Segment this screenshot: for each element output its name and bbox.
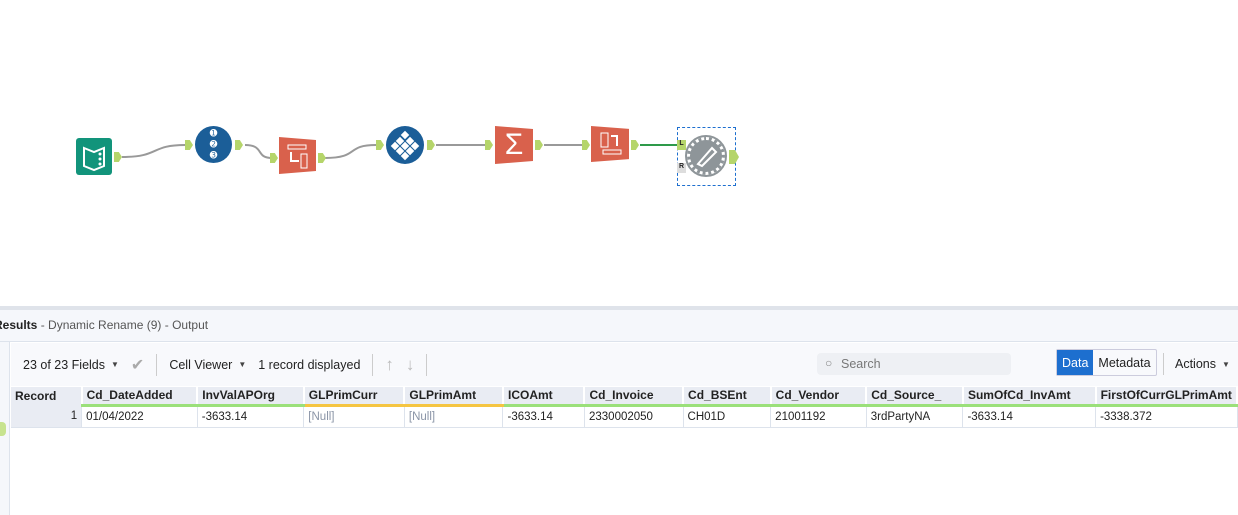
column-header[interactable]: GLPrimCurr [303, 387, 406, 407]
cross-tab-tool[interactable] [591, 126, 629, 162]
anchor-selector-icon[interactable] [0, 422, 6, 436]
search-placeholder: Search [841, 357, 881, 371]
output-anchor[interactable] [318, 153, 326, 163]
fields-dropdown[interactable]: 23 of 23 Fields ▼ [23, 358, 119, 372]
output-anchor[interactable] [535, 140, 543, 150]
fields-label: 23 of 23 Fields [23, 357, 105, 372]
divider [156, 353, 158, 376]
column-header[interactable]: Cd_BSEnt [683, 387, 772, 407]
column-header[interactable]: FirstOfCurrGLPrimAmt [1095, 387, 1238, 407]
tab-metadata[interactable]: Metadata [1098, 356, 1151, 370]
column-header[interactable]: Record [11, 387, 83, 405]
panel-divider[interactable] [0, 306, 1238, 310]
column-header[interactable]: GLPrimAmt [404, 387, 504, 407]
check-icon[interactable]: ✔ [130, 356, 145, 374]
transpose-tool[interactable] [386, 126, 424, 164]
actions-label: Actions [1175, 357, 1216, 371]
left-input-anchor[interactable]: L [677, 140, 686, 150]
output-anchor[interactable] [235, 140, 243, 150]
record-count: 1 record displayed [258, 357, 361, 372]
divider [372, 353, 374, 376]
diamond-grid-icon [390, 130, 420, 161]
actions-dropdown[interactable]: Actions ▼ [1175, 357, 1230, 371]
table-cell[interactable]: CH01D [683, 405, 772, 428]
arrow-up-icon[interactable]: ↑ [385, 354, 394, 374]
table-cell[interactable]: 2330002050 [584, 405, 684, 428]
table-cell[interactable]: [Null] [404, 405, 504, 428]
cell-viewer-label: Cell Viewer [169, 357, 233, 372]
output-anchor[interactable] [729, 150, 739, 164]
arrow-down-icon[interactable]: ↓ [405, 354, 415, 374]
divider [426, 353, 428, 376]
right-input-anchor[interactable]: R [677, 163, 686, 173]
select-tool[interactable] [279, 137, 316, 174]
dynamic-rename-tool[interactable] [685, 135, 727, 177]
pen-icon [696, 146, 718, 168]
input-anchor[interactable] [185, 140, 193, 150]
input-anchor[interactable] [485, 140, 493, 150]
input-data-tool[interactable] [76, 138, 112, 175]
output-anchor[interactable] [114, 152, 122, 162]
cell-viewer-dropdown[interactable]: Cell Viewer ▼ [169, 358, 246, 372]
sigma-icon: Σ [504, 128, 524, 161]
record-number[interactable]: 1 [11, 405, 83, 428]
column-header[interactable]: InvValAPOrg [197, 387, 305, 407]
table-cell[interactable]: -3633.14 [962, 405, 1097, 428]
results-subtitle: - Dynamic Rename (9) - Output [40, 318, 209, 332]
column-header[interactable]: Cd_Source_ [866, 387, 964, 407]
output-anchor[interactable] [631, 140, 639, 150]
column-header[interactable]: Cd_Invoice [584, 387, 685, 407]
column-header[interactable]: Cd_DateAdded [81, 387, 199, 407]
chevron-down-icon: ▼ [238, 360, 247, 369]
results-toolbar: 23 of 23 Fields ▼ ✔ Cell Viewer ▼ 1 record… [11, 343, 1238, 386]
summarize-tool[interactable]: Σ [495, 126, 533, 164]
connections [121, 144, 677, 159]
output-anchor[interactable] [427, 140, 435, 150]
table-cell[interactable]: 21001192 [770, 405, 867, 428]
table-cell[interactable]: -3633.14 [502, 405, 585, 428]
chevron-down-icon: ▼ [1222, 359, 1230, 369]
table-cell[interactable]: 3rdPartyNA [866, 405, 964, 428]
column-header[interactable]: Cd_Vendor [770, 387, 868, 407]
tab-data[interactable]: Data [1057, 350, 1094, 375]
input-anchor[interactable] [270, 153, 278, 163]
column-header[interactable]: ICOAmt [502, 387, 586, 407]
input-anchor[interactable] [582, 140, 590, 150]
divider [1163, 353, 1164, 375]
input-anchor[interactable] [376, 140, 384, 150]
table-cell[interactable]: -3633.14 [197, 405, 305, 428]
search-icon: ○ [825, 356, 833, 370]
chevron-down-icon: ▼ [111, 360, 119, 369]
table-cell[interactable]: [Null] [303, 405, 405, 428]
view-toggle: Data Metadata [1056, 349, 1157, 376]
search-input[interactable]: ○ Search [817, 353, 1011, 375]
select-columns-icon [287, 144, 308, 169]
column-header[interactable]: SumOfCd_InvAmt [962, 387, 1097, 407]
book-icon [83, 146, 105, 172]
cross-tab-icon [600, 132, 622, 155]
table-cell[interactable]: -3338.372 [1095, 405, 1238, 428]
table-cell[interactable]: 01/04/2022 [81, 405, 198, 428]
results-sidebar [0, 342, 10, 515]
